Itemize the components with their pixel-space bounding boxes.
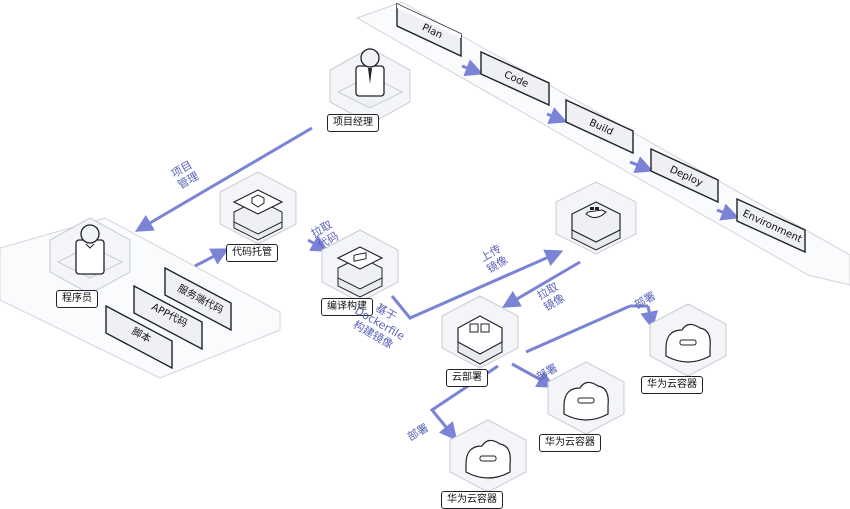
code-type-boxes: 服务端代码 APP代码 脚本 [105,266,232,370]
cloud-container-icon [563,381,609,421]
code-hosting-node [219,171,297,245]
huawei-container-label-3: 华为云容器 [441,491,503,509]
pipeline-box-plan: Plan [396,2,462,58]
huawei-container-node-1 [649,303,727,377]
compile-build-node [321,229,399,303]
compile-build-label: 编译构建 [321,298,373,316]
cloud-container-icon [465,439,511,479]
pipeline-boxes: Plan Code Build Deploy Environment [396,2,806,254]
programmer-node [49,217,131,295]
huawei-container-label-2: 华为云容器 [539,434,601,452]
shield-stack-icon [232,189,284,241]
deploy-grid-icon [457,315,503,365]
pipeline-arrows [461,59,740,221]
programmer-label: 程序员 [56,290,98,308]
image-registry-node [555,181,637,255]
node-tiles [49,47,727,493]
code-hosting-label: 代码托管 [226,244,278,262]
cloud-deploy-label: 云部署 [446,369,488,387]
huawei-container-node-2 [547,361,625,435]
pipeline-box-build: Build [565,98,634,155]
cloud-container-icon [665,323,711,363]
huawei-container-label-1: 华为云容器 [641,376,703,394]
project-manager-label: 项目经理 [327,114,379,132]
project-manager-node [329,47,411,125]
cloud-deploy-node [441,295,519,369]
manager-icon [355,48,385,97]
code-box-script: 脚本 [105,304,173,370]
build-stack-icon [336,246,384,298]
pipeline-box-code: Code [480,50,550,107]
huawei-container-node-3 [449,419,527,493]
code-box-app: APP代码 [133,284,203,351]
programmer-icon [75,224,105,275]
docker-whale-icon [571,201,621,251]
